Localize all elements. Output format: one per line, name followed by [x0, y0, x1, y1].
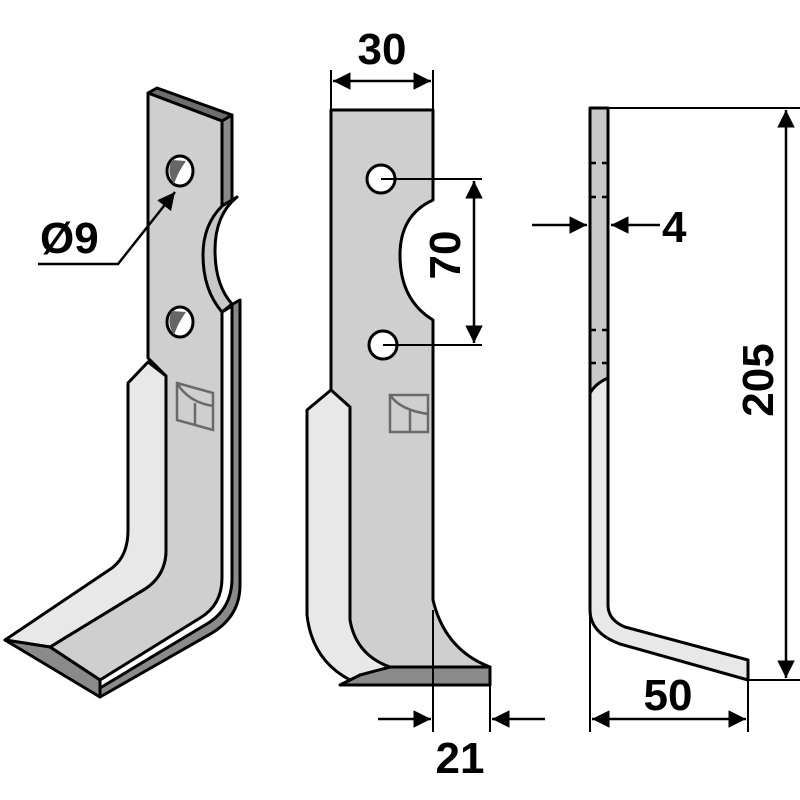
- perspective-view: Ø9: [3, 86, 242, 699]
- hole-diameter-dimension: Ø9: [38, 191, 176, 266]
- front-face: [329, 108, 492, 669]
- side-profile-upper: [588, 106, 610, 395]
- manufacturer-logo-icon: [175, 381, 215, 432]
- side-view: 4 205 50: [532, 106, 800, 732]
- hole-spacing-dimension: 70: [381, 178, 483, 346]
- bend-reach-dimension: 50: [589, 610, 749, 732]
- hidden-hole-lines: [591, 161, 607, 365]
- offset-label: 21: [436, 734, 485, 783]
- thickness-dimension: 4: [532, 203, 687, 252]
- mounting-hole-lower: [165, 305, 195, 339]
- hole-spacing-label: 70: [421, 231, 470, 280]
- front-view: 30 70 21: [305, 25, 545, 783]
- notch-bevel: [201, 195, 239, 314]
- width-dimension: 30: [330, 25, 434, 110]
- mounting-hole-upper: [165, 154, 195, 188]
- height-label: 205: [734, 343, 783, 416]
- bend-reach-label: 50: [644, 671, 693, 720]
- hole-diameter-label: Ø9: [40, 214, 99, 263]
- height-dimension: 205: [608, 107, 800, 681]
- offset-dimension: 21: [378, 610, 545, 783]
- thickness-label: 4: [662, 203, 687, 252]
- side-profile-bent: [588, 376, 750, 682]
- manufacturer-logo-icon: [388, 393, 430, 434]
- width-label: 30: [358, 25, 407, 74]
- blade-tip-edge: [3, 638, 102, 699]
